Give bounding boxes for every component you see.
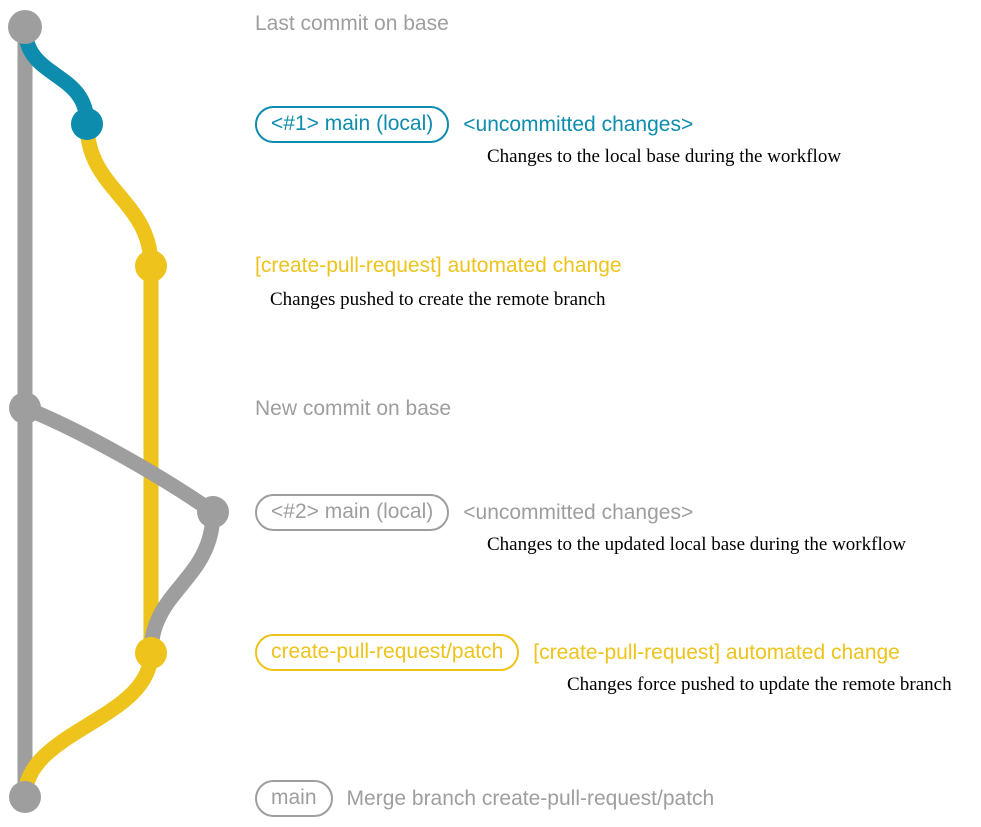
commit-subject-automated-change-2: [create-pull-request] automated change [533, 641, 900, 664]
edge-local-2-to-patch-2 [143, 504, 221, 661]
commit-subject-automated-change-1: [create-pull-request] automated change [255, 254, 622, 277]
commit-subject-local-commit-1: <uncommitted changes> [463, 113, 694, 136]
commit-subject-local-commit-2: <uncommitted changes> [463, 501, 694, 524]
commit-node-local-2[interactable] [197, 496, 229, 528]
edge-local-1-to-patch-1 [79, 116, 159, 274]
commit-description-automated-change-1: Changes pushed to create the remote bran… [270, 289, 606, 310]
ref-pill-create-pull-request-patch[interactable]: create-pull-request/patch [255, 634, 520, 671]
commit-subject-merge-commit: Merge branch create-pull-request/patch [346, 787, 715, 810]
edge-base-to-local-1 [17, 19, 95, 132]
ref-pill-main-local-1[interactable]: <#1> main (local) [255, 106, 450, 143]
commit-node-local-1[interactable] [71, 108, 103, 140]
commit-row-local-commit-1: <#1> main (local) <uncommitted changes> [255, 106, 693, 143]
commit-node-automated-change-2[interactable] [135, 637, 167, 669]
commit-subject-last-commit-on-base: Last commit on base [255, 12, 449, 35]
commit-node-last-on-base[interactable] [8, 10, 42, 44]
commit-row-automated-change-2: create-pull-request/patch [create-pull-r… [255, 634, 900, 671]
commit-node-automated-change-1[interactable] [135, 250, 167, 282]
commit-row-local-commit-2: <#2> main (local) <uncommitted changes> [255, 494, 693, 531]
commit-row-merge-commit: main Merge branch create-pull-request/pa… [255, 780, 714, 817]
edge-patch-2-to-merge [17, 645, 159, 805]
commit-description-local-commit-1: Changes to the local base during the wor… [487, 146, 842, 167]
commit-node-new-on-base[interactable] [9, 392, 41, 424]
commit-description-automated-change-2: Changes force pushed to update the remot… [567, 674, 952, 695]
edge-base-to-local-2 [17, 400, 221, 520]
commit-node-merge[interactable] [9, 781, 41, 813]
ref-pill-main-local-2[interactable]: <#2> main (local) [255, 494, 450, 531]
commit-description-local-commit-2: Changes to the updated local base during… [487, 534, 906, 555]
ref-pill-main[interactable]: main [255, 780, 333, 817]
commit-subject-new-commit-on-base: New commit on base [255, 397, 452, 420]
